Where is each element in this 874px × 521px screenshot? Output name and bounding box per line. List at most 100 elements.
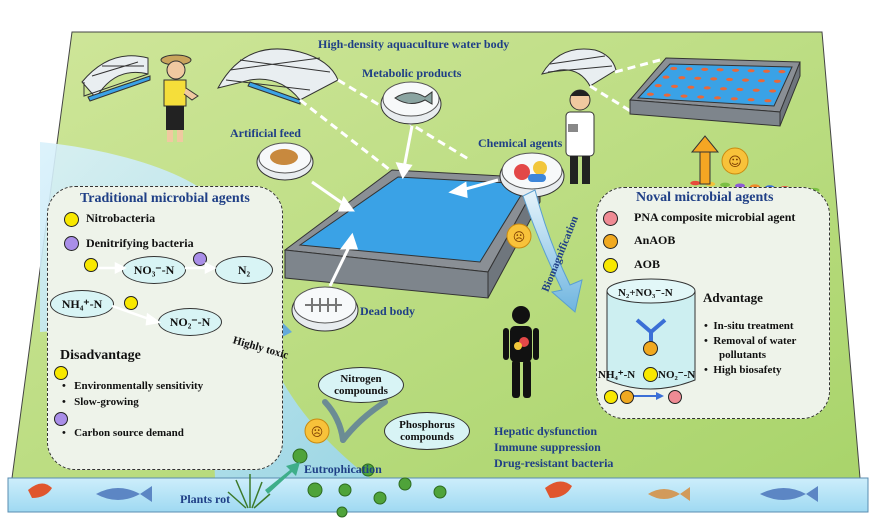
eutrophication-shape — [322, 399, 388, 443]
label-eutrophication: Eutrophication — [304, 462, 382, 476]
upgrade-arrow — [690, 135, 720, 185]
right-pond-fish-item — [687, 85, 695, 89]
shrimp-right — [545, 481, 572, 498]
right-pond-fish-item — [778, 70, 786, 74]
right-pond-fish-item — [671, 84, 678, 88]
dis-text-1: Environmentally sensitivity — [74, 380, 204, 392]
health-effect-1: Hepatic dysfunction — [494, 424, 598, 438]
eq-dot-anaob — [620, 390, 634, 404]
node-nh4: NH₄⁺-N — [50, 290, 114, 318]
node-dot-1 — [84, 258, 98, 272]
right-pond-fish-item — [654, 84, 662, 88]
dish-dead-body — [291, 286, 359, 332]
label-phosphorus: Phosphorus compounds — [384, 412, 470, 450]
input-arrows — [311, 125, 499, 287]
shrimp-left — [28, 483, 52, 498]
pond-fish-item — [720, 182, 731, 187]
right-pond-fish-item — [662, 75, 670, 79]
dis-text-2: Slow-growing — [74, 396, 139, 408]
right-pond-fish-item — [742, 78, 749, 82]
right-pond-fish-item — [769, 89, 777, 93]
svg-text:☹: ☹ — [513, 230, 526, 244]
traditional-title: Traditional microbial agents — [80, 191, 250, 206]
legend-pna: PNA composite microbial agent — [634, 210, 796, 224]
scientist — [565, 89, 595, 184]
fish-strip-3 — [760, 486, 818, 502]
right-pond-fish-item — [764, 99, 772, 103]
dis-dot-2 — [54, 412, 68, 426]
dis-item-3: • Carbon source demand — [62, 427, 184, 439]
legend-dot-anaob — [603, 234, 618, 249]
right-pond-fish-item — [670, 66, 678, 71]
adv-item-2b: pollutants — [719, 349, 767, 361]
happy-emoji: ☺ — [721, 147, 749, 175]
right-pond-fish-item — [757, 79, 765, 83]
legend-aob: AOB — [634, 257, 661, 271]
advantage-title: Advantage — [703, 290, 763, 305]
legend-dot-aob — [603, 258, 618, 273]
right-pond-fish-item — [710, 77, 718, 81]
adv-text-1: In-situ treatment — [713, 320, 794, 332]
adv-item-2: • Removal of water — [704, 335, 797, 347]
adv-text-2: Removal of water — [713, 335, 797, 347]
noval-title: Noval microbial agents — [636, 190, 774, 205]
algae — [292, 448, 447, 518]
right-pond-fish-item — [730, 97, 738, 101]
sad-emoji-1: ☹ — [506, 223, 532, 249]
dis-text-3: Carbon source demand — [74, 427, 184, 439]
cyl-dot-anaob — [643, 341, 658, 356]
svg-text:☺: ☺ — [728, 155, 742, 170]
dish-chemical — [499, 152, 565, 198]
legend-dot-denitrifying — [64, 236, 79, 251]
biomagnification-arrow — [522, 189, 583, 313]
greenhouse-small-right — [540, 48, 617, 87]
label-plants-rot: Plants rot — [180, 492, 231, 506]
right-pond-fish-item — [701, 67, 709, 71]
cylinder-top: N₂+NO₃⁻-N — [618, 287, 673, 299]
cylinder-left: NH₄⁺-N — [598, 369, 636, 381]
dis-dot-1 — [54, 366, 68, 380]
right-pond-fish-item — [716, 68, 724, 72]
fish-strip-2 — [648, 487, 690, 501]
sad-emoji-3: ☹ — [304, 418, 330, 444]
legend-denitrifying: Denitrifying bacteria — [86, 236, 194, 250]
farmer — [160, 54, 199, 142]
node-dot-2 — [193, 252, 207, 266]
plant — [227, 474, 271, 509]
svg-text:☹: ☹ — [311, 425, 324, 439]
pond-fish-item — [690, 180, 701, 186]
right-pond-fish-item — [763, 69, 770, 73]
right-pond-fish-item — [720, 87, 727, 91]
adv-item-3: • High biosafety — [704, 364, 782, 376]
legend-dot-nitrobacteria — [64, 212, 79, 227]
plants-rot-arrow — [265, 462, 300, 494]
right-pond-fish-item — [752, 88, 760, 92]
dish-metabolic — [380, 81, 442, 125]
label-chemical-agents: Chemical agents — [478, 136, 563, 150]
right-pond-fish-item — [703, 86, 711, 90]
right-pond-fish-item — [714, 96, 721, 100]
label-nitrogen: Nitrogen compounds — [318, 367, 404, 403]
label-dead-body: Dead body — [360, 304, 416, 318]
health-effect-3: Drug-resistant bacteria — [494, 456, 614, 470]
right-pond-fish-item — [732, 68, 740, 72]
right-pond-fish-item — [646, 92, 654, 96]
eq-dot-pna — [668, 390, 682, 404]
dish-feed — [256, 142, 314, 181]
right-pond-fish-item — [685, 67, 693, 71]
fish-strip-1 — [96, 486, 152, 502]
greenhouse-small-left — [81, 55, 151, 102]
dashed-lines — [299, 58, 661, 172]
dis-item-2: • Slow-growing — [62, 396, 139, 408]
adv-item-1: • In-situ treatment — [704, 320, 794, 332]
right-pond-fish-item — [726, 77, 734, 82]
right-pond-fish-item — [678, 76, 686, 80]
health-effect-2: Immune suppression — [494, 440, 601, 454]
legend-dot-pna — [603, 211, 618, 226]
right-pond-fish-item — [773, 79, 781, 83]
scene-title: High-density aquaculture water body — [318, 37, 510, 51]
legend-nitrobacteria: Nitrobacteria — [86, 211, 156, 225]
right-pond-fish-item — [663, 93, 671, 97]
right-pond-fish-item — [747, 69, 755, 73]
